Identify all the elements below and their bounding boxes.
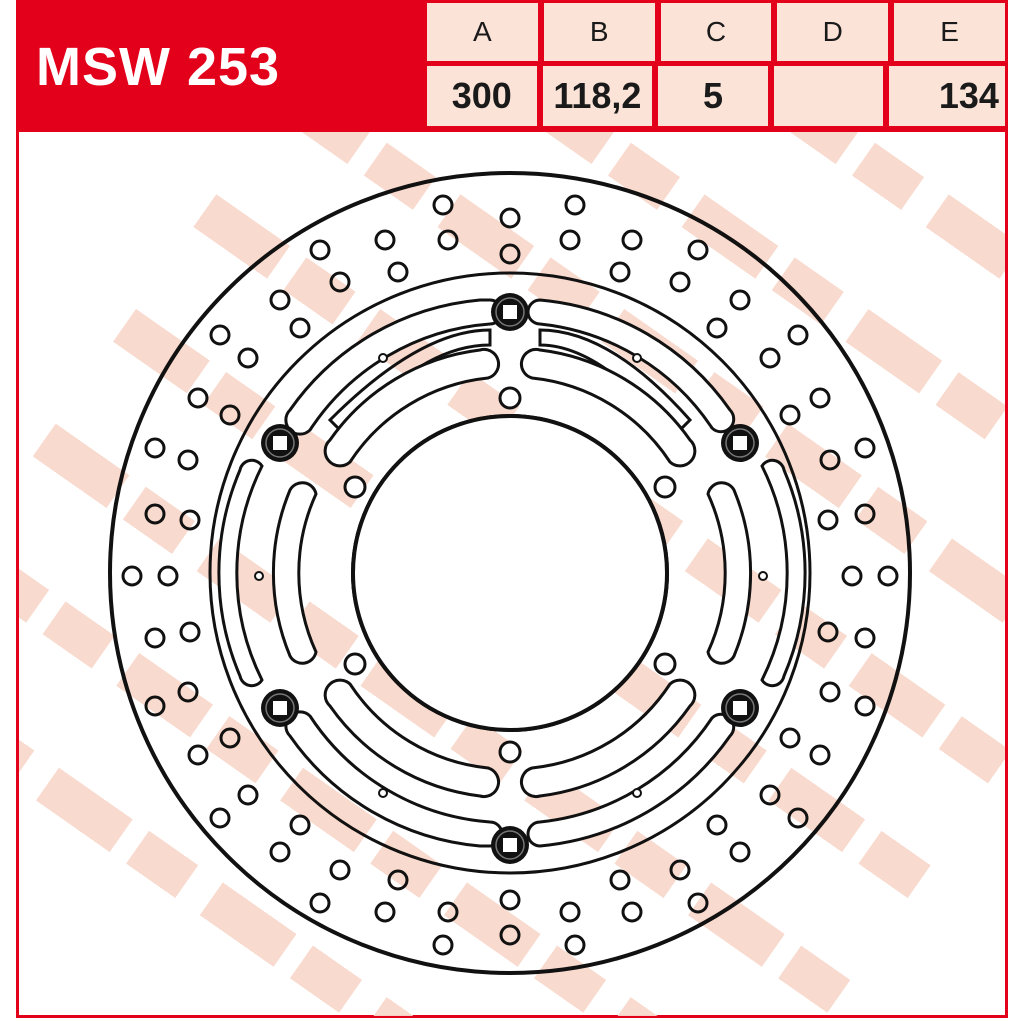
dimension-label-a: A bbox=[427, 3, 538, 61]
outer-disc-edge bbox=[108, 171, 912, 975]
dimension-value-row: 300 118,2 5 134 bbox=[427, 66, 1005, 126]
dimension-value-c: 5 bbox=[658, 66, 768, 126]
dimension-label-e: E bbox=[894, 3, 1005, 61]
bolt-icon bbox=[491, 826, 529, 864]
dimension-value-a: 300 bbox=[427, 66, 537, 126]
dimension-table: A B C D E 300 118,2 5 134 bbox=[424, 0, 1008, 132]
bolt-icon bbox=[721, 424, 759, 462]
hub-opening-fill bbox=[351, 414, 669, 732]
dimension-label-d: D bbox=[777, 3, 889, 61]
dimension-label-c: C bbox=[660, 3, 772, 61]
bolt-icon bbox=[261, 689, 299, 727]
dimension-value-b: 118,2 bbox=[542, 66, 653, 126]
bolt-icon bbox=[261, 424, 299, 462]
bolt-icon bbox=[491, 293, 529, 331]
dimension-header-row: A B C D E bbox=[427, 3, 1005, 61]
spec-header: MSW 253 A B C D E 300 118,2 5 134 bbox=[16, 0, 1008, 132]
dimension-value-d bbox=[773, 66, 884, 126]
hub-holes bbox=[254, 353, 768, 798]
dimension-value-e: 134 bbox=[889, 66, 1005, 126]
dimension-label-b: B bbox=[543, 3, 655, 61]
bolt-buttons bbox=[261, 293, 759, 864]
model-title-block: MSW 253 bbox=[16, 0, 424, 132]
model-number: MSW 253 bbox=[36, 37, 281, 97]
drill-holes bbox=[121, 194, 899, 956]
bolt-icon bbox=[721, 689, 759, 727]
